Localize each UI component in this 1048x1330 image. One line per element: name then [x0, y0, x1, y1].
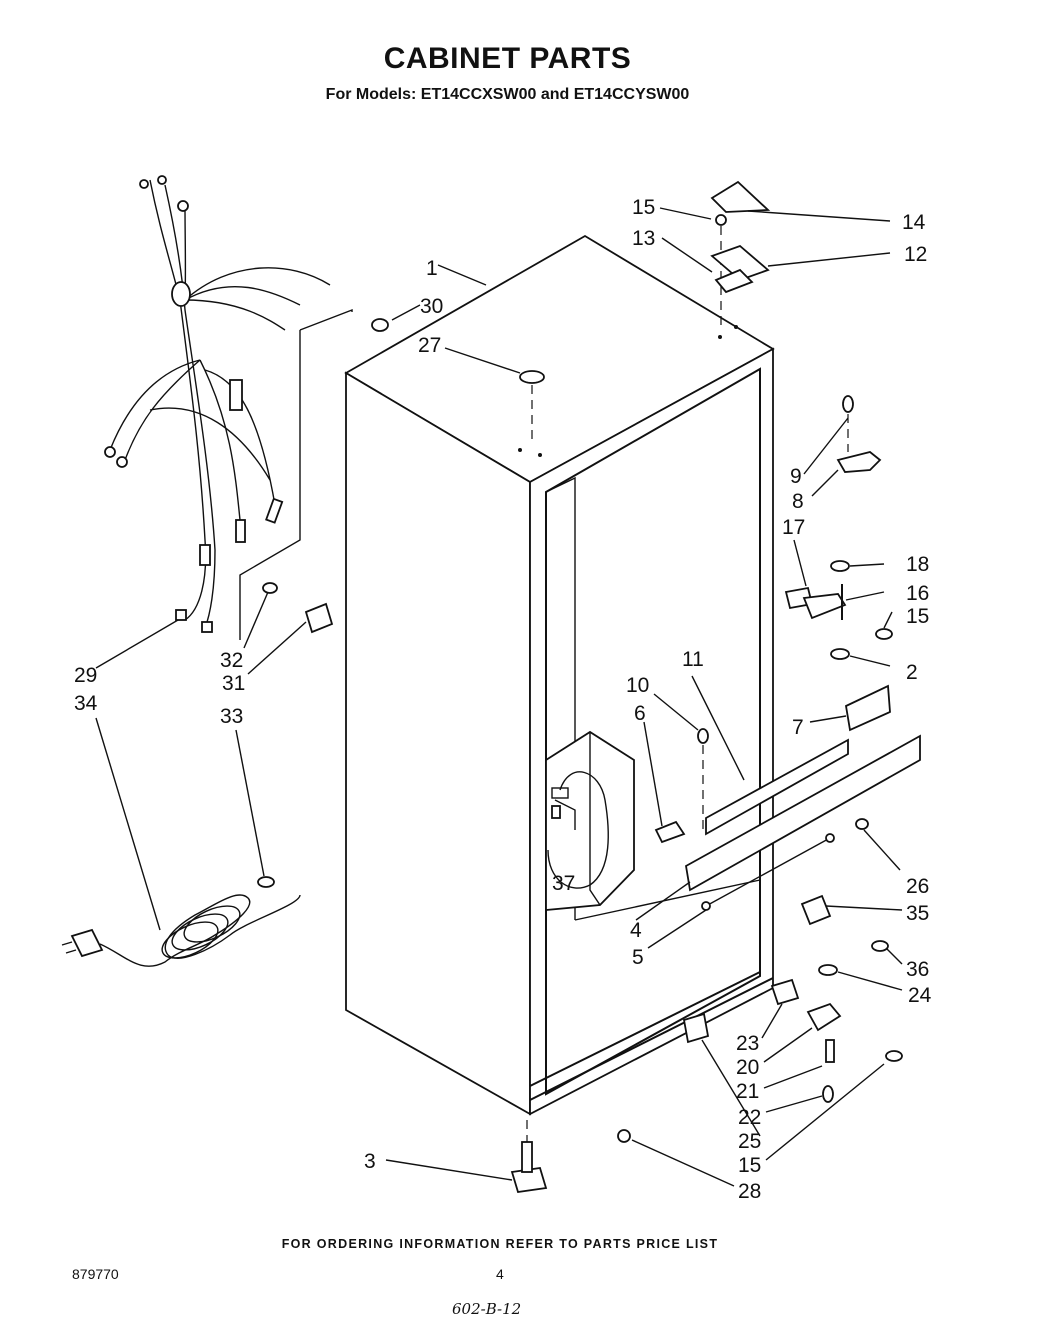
callout-7: 7 — [792, 716, 804, 739]
callout-22: 22 — [738, 1106, 761, 1129]
callout-12: 12 — [904, 243, 927, 266]
callout-13: 13 — [632, 227, 655, 250]
callout-18: 18 — [906, 553, 929, 576]
wire-harness — [104, 175, 331, 633]
callout-15-top: 15 — [632, 196, 655, 219]
callout-37: 37 — [552, 872, 575, 895]
callout-1: 1 — [426, 257, 438, 280]
page-title: CABINET PARTS — [383, 42, 632, 75]
callout-29: 29 — [74, 664, 97, 687]
callout-6: 6 — [634, 702, 646, 725]
callout-14: 14 — [902, 211, 926, 234]
callout-21: 21 — [736, 1080, 759, 1103]
callout-25: 25 — [738, 1130, 761, 1153]
leader-lines — [95, 207, 903, 1187]
callout-2: 2 — [906, 661, 918, 684]
callout-10: 10 — [626, 674, 649, 697]
callout-33: 33 — [220, 705, 243, 728]
harness-outline — [239, 330, 301, 640]
page-number: 4 — [496, 1266, 504, 1282]
callout-36: 36 — [906, 958, 929, 981]
callout-23: 23 — [736, 1032, 759, 1055]
callout-11: 11 — [682, 648, 704, 671]
cabinet-body — [344, 234, 775, 1116]
callout-27: 27 — [418, 334, 441, 357]
callout-3: 3 — [364, 1150, 376, 1173]
callout-9: 9 — [790, 465, 802, 488]
callout-28: 28 — [738, 1180, 761, 1203]
callout-4: 4 — [630, 919, 642, 942]
callout-31: 31 — [222, 672, 245, 695]
hardware-parts — [257, 180, 921, 1194]
ordering-info-note: FOR ORDERING INFORMATION REFER TO PARTS … — [281, 1237, 719, 1251]
callout-24: 24 — [908, 984, 932, 1007]
callout-15-mid: 15 — [906, 605, 929, 628]
callout-20: 20 — [736, 1056, 759, 1079]
handwritten-note: 602-B-12 — [452, 1300, 522, 1318]
callout-26: 26 — [906, 875, 929, 898]
callout-30: 30 — [420, 295, 443, 318]
callout-34: 34 — [74, 692, 98, 715]
callout-35: 35 — [906, 902, 929, 925]
machine-compartment — [545, 730, 635, 911]
harness-leader — [299, 308, 353, 331]
models-subtitle: For Models: ET14CCXSW00 and ET14CCYSW00 — [325, 86, 690, 103]
callout-8: 8 — [792, 490, 804, 513]
callout-32: 32 — [220, 649, 243, 672]
callout-5: 5 — [632, 946, 644, 969]
callout-17: 17 — [782, 516, 805, 539]
power-cord — [61, 894, 301, 967]
document-number: 879770 — [72, 1266, 119, 1282]
callout-15-bottom: 15 — [738, 1154, 761, 1177]
callout-16: 16 — [906, 582, 929, 605]
callout-labels: 1 2 3 4 5 6 7 8 9 10 11 12 13 14 15 15 1… — [74, 196, 932, 1203]
